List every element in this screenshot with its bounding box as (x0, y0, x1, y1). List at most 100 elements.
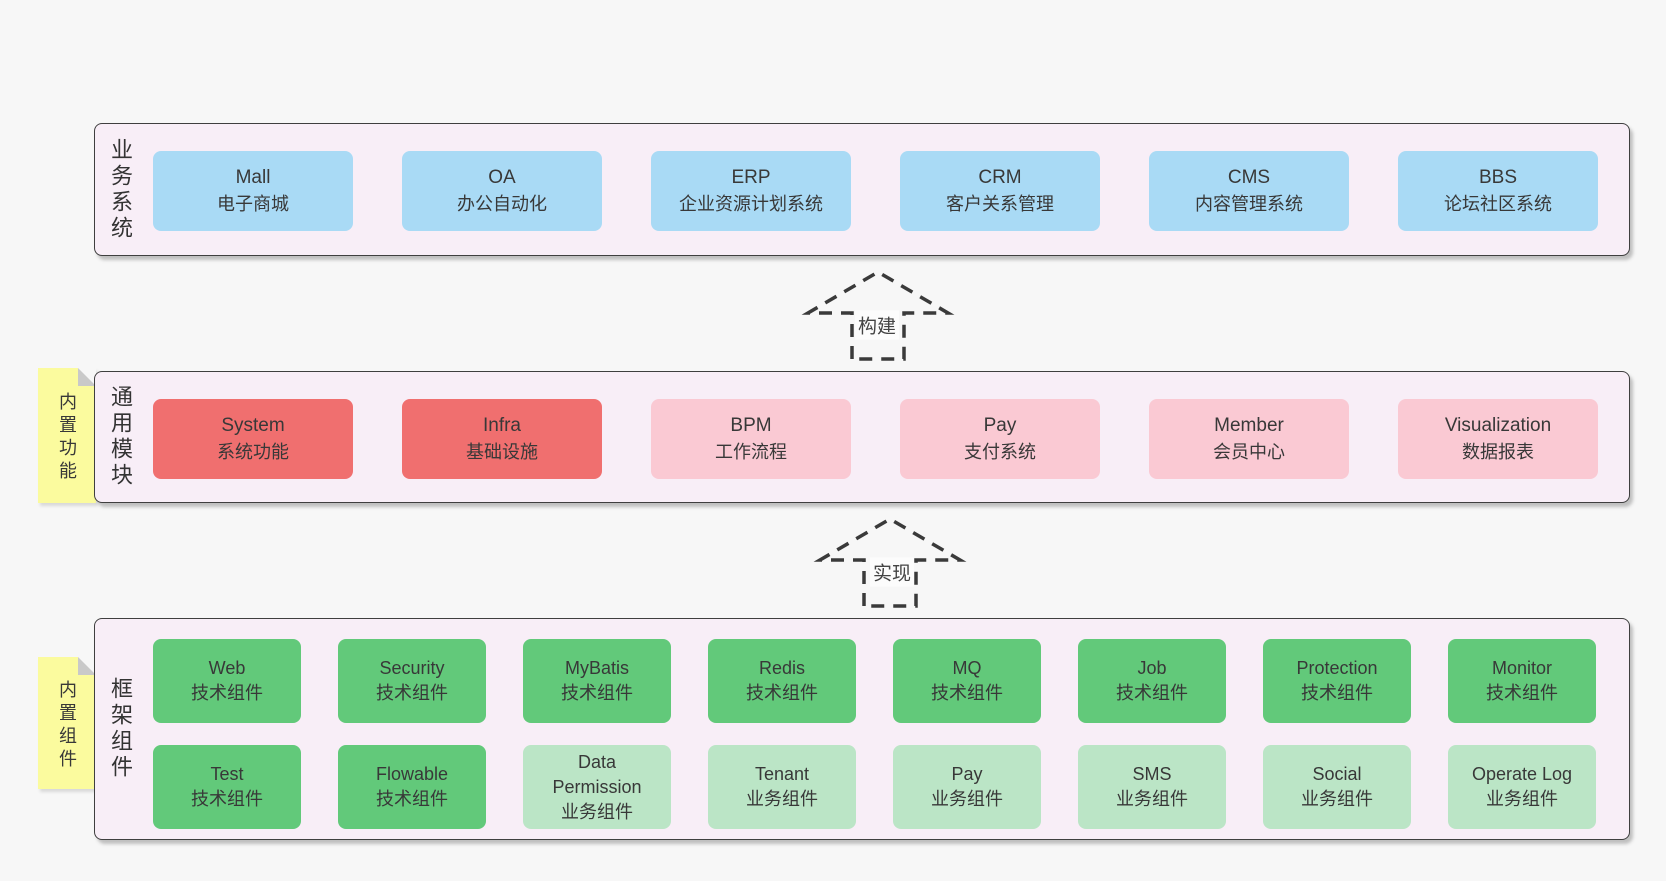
box-name: Social (1312, 764, 1362, 784)
box-desc: 技术组件 (561, 683, 633, 703)
band-row: Mall 电子商城 OA 办公自动化 ERP 企业资源计划系统 CRM 客户关系… (153, 151, 1598, 231)
band-common-modules: 通用模块 System 系统功能 Infra 基础设施 BPM 工作流程 Pay… (94, 371, 1630, 503)
box-desc: 业务组件 (561, 801, 633, 822)
box-desc: 技术组件 (1486, 683, 1558, 703)
band-label: 业务系统 (108, 137, 133, 242)
box-bpm: BPM 工作流程 (651, 399, 851, 479)
box-desc: 电子商城 (217, 194, 289, 214)
band-business-systems: 业务系统 Mall 电子商城 OA 办公自动化 ERP 企业资源计划系统 CRM… (94, 123, 1630, 256)
box-name: ERP (731, 167, 771, 188)
note-label: 内置功能 (57, 392, 77, 485)
box-desc: 会员中心 (1213, 442, 1285, 462)
box-name: Job (1137, 658, 1167, 678)
arrow-build-label: 构建 (854, 310, 900, 340)
box-name: Test (210, 764, 244, 784)
box-flowable: Flowable 技术组件 (338, 745, 486, 829)
box-name: MyBatis (564, 658, 629, 678)
box-desc: 论坛社区系统 (1444, 194, 1552, 214)
band-label: 框架组件 (108, 677, 133, 781)
box-name: Web (208, 658, 246, 678)
box-name: Monitor (1491, 658, 1553, 678)
box-name: System (221, 415, 285, 436)
box-name: SMS (1132, 764, 1172, 784)
box-desc: 数据报表 (1462, 442, 1534, 462)
box-name: CMS (1227, 167, 1271, 188)
box-desc: 技术组件 (931, 683, 1003, 703)
arrow-build-icon (801, 269, 955, 361)
box-member: Member 会员中心 (1149, 399, 1349, 479)
note-label: 内置组件 (57, 679, 77, 772)
arrow-implement-label: 实现 (869, 557, 915, 587)
box-desc: 办公自动化 (457, 194, 547, 214)
band-label: 通用模块 (108, 385, 133, 489)
box-erp: ERP 企业资源计划系统 (651, 151, 851, 231)
box-desc: 业务组件 (1486, 789, 1558, 809)
sticky-note-builtin-features: 内置功能 (38, 368, 96, 503)
box-name: Member (1214, 415, 1284, 436)
band-grid: Web 技术组件 Security 技术组件 MyBatis 技术组件 Redi… (153, 639, 1596, 829)
box-desc: 系统功能 (217, 442, 289, 462)
box-name: Pay (951, 764, 983, 784)
box-desc: 技术组件 (191, 789, 263, 809)
box-desc: 技术组件 (376, 789, 448, 809)
box-desc: 业务组件 (1116, 789, 1188, 809)
box-visualization: Visualization 数据报表 (1398, 399, 1598, 479)
box-sms: SMS 业务组件 (1078, 745, 1226, 829)
box-name: Security (379, 658, 445, 678)
box-name: Visualization (1444, 415, 1552, 436)
box-name: OA (488, 167, 516, 188)
box-desc: 基础设施 (466, 442, 538, 462)
box-name: Flowable (375, 764, 449, 784)
box-infra: Infra 基础设施 (402, 399, 602, 479)
box-name: BPM (730, 415, 772, 436)
box-bbs: BBS 论坛社区系统 (1398, 151, 1598, 231)
box-monitor: Monitor 技术组件 (1448, 639, 1596, 723)
note-fold-corner-icon (78, 368, 96, 386)
box-name: MQ (952, 658, 982, 678)
box-tenant: Tenant 业务组件 (708, 745, 856, 829)
box-desc: 支付系统 (964, 442, 1036, 462)
box-desc: 业务组件 (746, 789, 818, 809)
box-name: Protection (1296, 658, 1378, 678)
box-name: Pay (983, 415, 1017, 436)
box-name: CRM (978, 167, 1022, 188)
box-name: Tenant (754, 764, 810, 784)
box-name: Operate Log (1471, 764, 1573, 784)
box-desc: 技术组件 (191, 683, 263, 703)
box-security: Security 技术组件 (338, 639, 486, 723)
box-name: BBS (1478, 167, 1518, 188)
box-name: Redis (758, 658, 806, 678)
box-cms: CMS 内容管理系统 (1149, 151, 1349, 231)
box-desc: 业务组件 (1301, 789, 1373, 809)
note-fold-corner-icon (78, 657, 96, 675)
box-mall: Mall 电子商城 (153, 151, 353, 231)
box-job: Job 技术组件 (1078, 639, 1226, 723)
box-desc: 工作流程 (715, 442, 787, 462)
box-desc: 技术组件 (1116, 683, 1188, 703)
arrow-implement-icon (813, 516, 967, 608)
box-mq: MQ 技术组件 (893, 639, 1041, 723)
box-mybatis: MyBatis 技术组件 (523, 639, 671, 723)
box-crm: CRM 客户关系管理 (900, 151, 1100, 231)
box-system: System 系统功能 (153, 399, 353, 479)
box-protection: Protection 技术组件 (1263, 639, 1411, 723)
box-desc: 内容管理系统 (1195, 194, 1303, 214)
box-desc: 技术组件 (376, 683, 448, 703)
box-web: Web 技术组件 (153, 639, 301, 723)
box-name: Infra (482, 415, 522, 436)
band-row: System 系统功能 Infra 基础设施 BPM 工作流程 Pay 支付系统… (153, 399, 1598, 479)
box-desc: 业务组件 (931, 789, 1003, 809)
box-social: Social 业务组件 (1263, 745, 1411, 829)
box-redis: Redis 技术组件 (708, 639, 856, 723)
box-pay: Pay 支付系统 (900, 399, 1100, 479)
band-framework-components: 框架组件 Web 技术组件 Security 技术组件 MyBatis 技术组件… (94, 618, 1630, 840)
box-desc: 企业资源计划系统 (679, 194, 823, 214)
box-test: Test 技术组件 (153, 745, 301, 829)
box-name: Mall (235, 167, 271, 188)
box-name: Data Permission (552, 751, 642, 797)
sticky-note-builtin-components: 内置组件 (38, 657, 96, 789)
box-operate-log: Operate Log 业务组件 (1448, 745, 1596, 829)
box-desc: 技术组件 (746, 683, 818, 703)
box-data-permission: Data Permission 业务组件 (523, 745, 671, 829)
